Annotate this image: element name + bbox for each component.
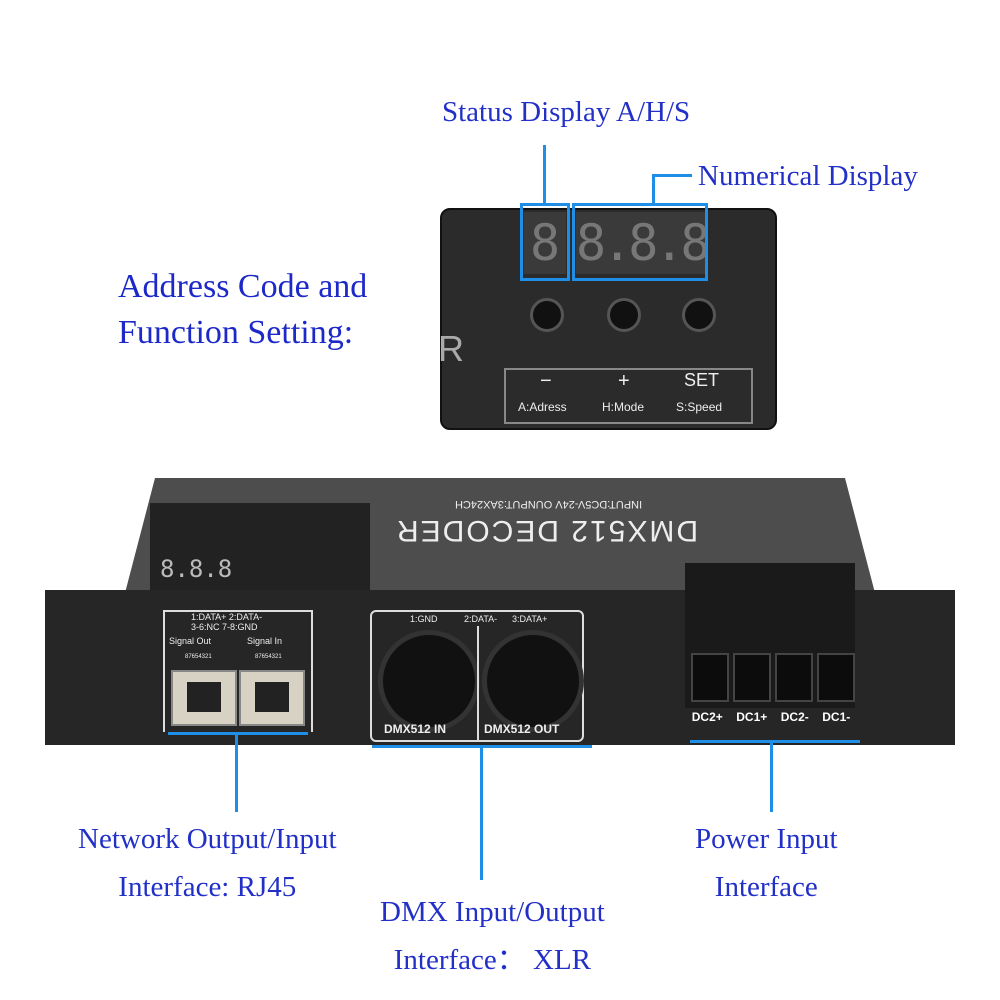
network-line2: Interface: RJ45 (118, 871, 297, 903)
logo-fragment: R (438, 328, 464, 369)
numerical-display-label: Numerical Display (698, 160, 918, 192)
pin-numbers-out: 87654321 (185, 654, 212, 660)
mode-key-label: H:Mode (602, 400, 645, 414)
xlr-port-group: 1:GND 2:DATA- 3:DATA+ DMX512 IN DMX512 O… (370, 610, 584, 742)
dmx-line2: Interface： XLR (393, 944, 591, 976)
dc1-plus-label: DC1+ (736, 710, 768, 724)
dmx-in-label: DMX512 IN (384, 722, 447, 736)
pin-numbers-in: 87654321 (255, 654, 282, 660)
status-display-label: Status Display A/H/S (442, 96, 691, 128)
xlr-pin3: 3:DATA+ (512, 614, 548, 624)
power-line1: Power Input (695, 823, 838, 855)
dmx-line1: DMX Input/Output (380, 896, 605, 928)
device-specs: INPUT:DC5V-24V OUNPUT:3AX24CH (455, 498, 643, 510)
key-legend: − + SET A:Adress H:Mode S:Speed (504, 368, 753, 424)
numerical-display-highlight (572, 203, 708, 281)
rj45-pinout: 1:DATA+ 2:DATA-3-6:NC 7-8:GND (191, 612, 263, 632)
address-setting-line1: Address Code and (118, 268, 368, 305)
power-terminal-block (685, 563, 855, 708)
rj45-signal-in-port[interactable] (239, 670, 305, 726)
power-interface-label: Power Input Interface (695, 815, 838, 911)
power-terminal-labels: DC2+ DC1+ DC2- DC1- (685, 710, 857, 734)
numeric-display: 8.8.8 (576, 212, 711, 274)
device-title: DMX512 DECODER (395, 514, 699, 547)
set-key-label: SET (684, 370, 720, 390)
dc2-minus-label: DC2- (780, 710, 809, 724)
control-panel-closeup: 8 8.8.8 R − + SET A:Adress H:Mode S:Spee… (438, 208, 777, 430)
status-display-highlight (520, 203, 570, 281)
plus-key-label: + (618, 370, 630, 392)
address-setting-label: Address Code and Function Setting: (118, 264, 367, 356)
dc1-minus-label: DC1- (822, 710, 851, 724)
dc2-plus-label: DC2+ (691, 710, 723, 724)
speed-key-label: S:Speed (676, 400, 723, 414)
dmx-interface-label: DMX Input/Output Interface： XLR (380, 888, 605, 984)
signal-in-label: Signal In (247, 636, 283, 646)
rj45-port-group: 1:DATA+ 2:DATA-3-6:NC 7-8:GND Signal Out… (163, 610, 313, 732)
xlr-out-port[interactable] (482, 630, 584, 732)
device-display: 8.8.8 (150, 503, 370, 593)
network-line1: Network Output/Input (78, 823, 337, 855)
status-digit-display: 8 (524, 212, 566, 274)
network-interface-label: Network Output/Input Interface: RJ45 (78, 815, 337, 911)
xlr-in-port[interactable] (378, 630, 480, 732)
plus-button[interactable] (607, 298, 641, 332)
minus-button[interactable] (530, 298, 564, 332)
minus-key-label: − (540, 370, 552, 392)
address-setting-line2: Function Setting: (118, 314, 354, 351)
address-key-label: A:Adress (518, 400, 567, 414)
rj45-signal-out-port[interactable] (171, 670, 237, 726)
device-digits: 8.8.8 (160, 555, 233, 583)
set-button[interactable] (682, 298, 716, 332)
power-line2: Interface (714, 871, 818, 903)
xlr-pin1: 1:GND (410, 614, 438, 624)
dmx-out-label: DMX512 OUT (484, 722, 560, 736)
xlr-pin2: 2:DATA- (464, 614, 498, 624)
signal-out-label: Signal Out (169, 636, 212, 646)
